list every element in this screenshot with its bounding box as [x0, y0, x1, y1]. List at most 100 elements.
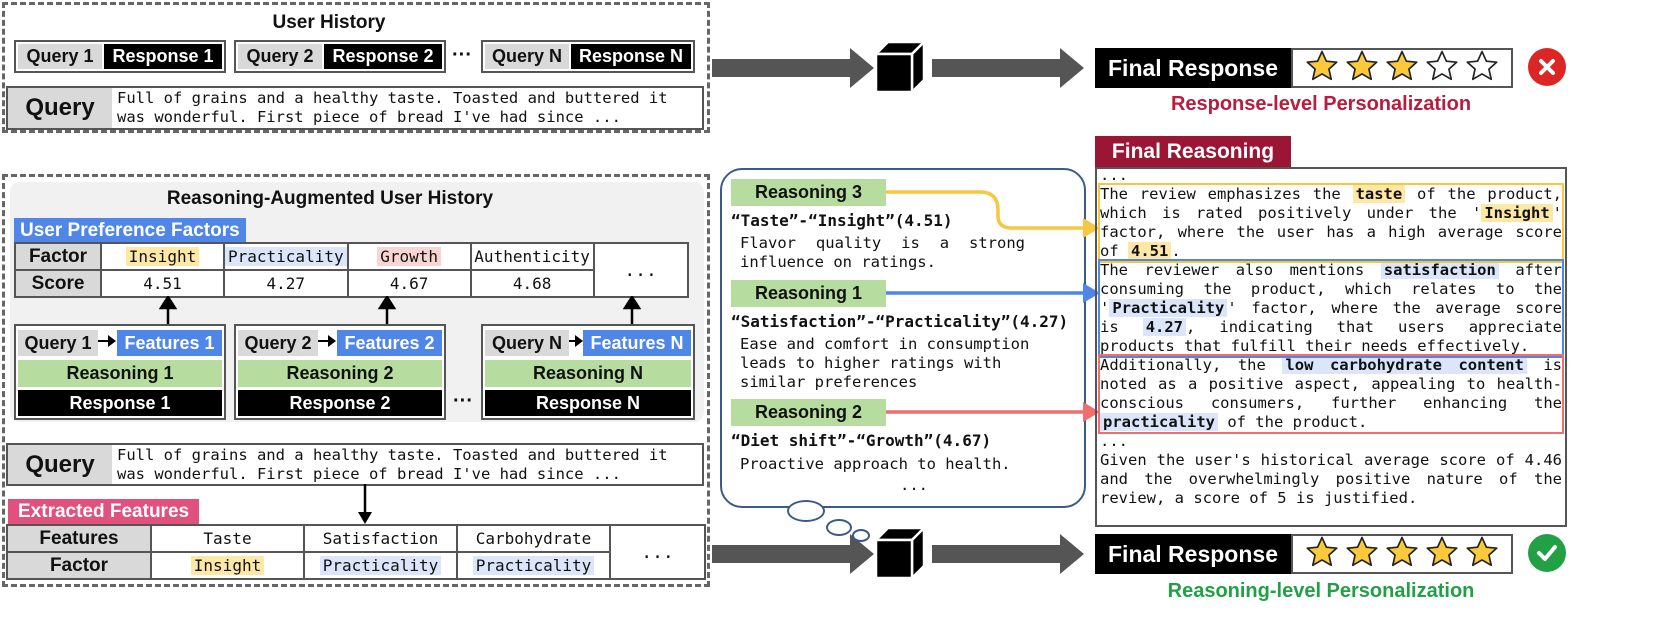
query-box-bottom — [6, 443, 704, 486]
history-query-2: Query 2 — [238, 44, 322, 69]
card-query-2: Query 2 — [238, 330, 318, 356]
reasoning-paragraph-3: Additionally, the low carbohydrate conte… — [1098, 354, 1564, 434]
reasoning-augmented-panel — [2, 174, 710, 587]
rating-stars-bottom — [1291, 534, 1513, 574]
card-reasoning-1: Reasoning 1 — [18, 360, 222, 387]
reasoning-history-title: Reasoning-Augmented User History — [166, 188, 494, 209]
final-reasoning-lead: ... — [1100, 166, 1128, 184]
score-row-label: Score — [14, 269, 102, 298]
user-history-panel — [2, 2, 710, 133]
history-ellipsis: ··· — [452, 44, 472, 66]
bottom-flow-arrows — [712, 534, 1084, 574]
reasoning-paragraph-4: Given the user's historical average scor… — [1100, 451, 1562, 507]
down-arrow-icon — [358, 484, 372, 524]
score-insight: 4.51 — [100, 269, 225, 298]
thought-bubble — [720, 168, 1086, 508]
star-empty-icon — [1466, 50, 1498, 80]
x-mark-icon — [1528, 48, 1566, 86]
top-flow-arrows — [712, 48, 1084, 88]
bubble-reasoning-3-tag: Reasoning 3 — [731, 179, 886, 206]
hl-practicality: Practicality — [1109, 299, 1228, 317]
card-response-n: Response N — [485, 390, 691, 416]
factor-table: Factor Insight Practicality Growth Authe… — [14, 242, 689, 298]
card-query-1: Query 1 — [18, 330, 98, 356]
factor-insight: Insight — [125, 246, 200, 266]
extracted-factor-practicality-1: Practicality — [319, 555, 442, 575]
hl-practicality-2: practicality — [1100, 413, 1218, 431]
history-response-n: Response N — [571, 44, 691, 69]
arrow-right-icon — [318, 340, 330, 342]
extracted-features-table: Features Taste Satisfaction Carbohydrate… — [6, 524, 706, 580]
bubble-reasoning-3-desc: Flavor quality is a strong influence on … — [740, 234, 1025, 271]
arrow-head-icon — [575, 335, 583, 347]
star-filled-icon — [1426, 536, 1458, 566]
features-row-label: Features — [6, 524, 152, 553]
star-filled-icon — [1346, 536, 1378, 566]
extracted-factor-row-label: Factor — [6, 551, 152, 580]
extracted-more: ... — [609, 524, 706, 580]
card-response-1: Response 1 — [18, 390, 222, 416]
factor-practicality: Practicality — [225, 246, 347, 266]
star-filled-icon — [1466, 536, 1498, 566]
hl-taste: taste — [1352, 185, 1406, 203]
user-history-title: User History — [272, 12, 386, 33]
card-response-2: Response 2 — [238, 390, 442, 416]
query-box-top — [6, 86, 704, 130]
star-filled-icon — [1386, 50, 1418, 80]
query-text-bottom: Full of grains and a healthy taste. Toas… — [117, 446, 668, 483]
final-reasoning-box — [1095, 167, 1567, 527]
extracted-factor-insight: Insight — [190, 555, 265, 575]
hl-low-carbohydrate: low carbohydrate content — [1282, 356, 1527, 374]
hl-satisfaction: satisfaction — [1380, 261, 1499, 279]
bubble-connector-arrows — [886, 190, 1100, 422]
star-filled-icon — [1346, 50, 1378, 80]
card-features-1: Features 1 — [117, 330, 222, 356]
history-response-1: Response 1 — [104, 44, 222, 69]
user-preference-factors-label: User Preference Factors — [14, 218, 246, 244]
bubble-more: ... — [900, 476, 928, 494]
star-filled-icon — [1306, 50, 1338, 80]
final-reasoning-label: Final Reasoning — [1095, 136, 1291, 168]
cube-icon — [874, 40, 926, 94]
star-empty-icon — [1426, 50, 1458, 80]
bubble-reasoning-1-tag: Reasoning 1 — [731, 280, 886, 307]
score-practicality: 4.27 — [223, 269, 349, 298]
arrow-to-model-bottom — [712, 534, 874, 574]
connector-yellow — [886, 190, 1085, 230]
card-features-n: Features N — [583, 330, 691, 356]
factor-authenticity: Authenticity — [474, 246, 590, 266]
cube-icon — [874, 526, 926, 580]
card-query-n: Query N — [485, 330, 569, 356]
query-label-bottom: Query — [8, 445, 112, 484]
query-label-top: Query — [8, 88, 112, 128]
card-features-2: Features 2 — [337, 330, 442, 356]
arrow-right-icon — [569, 340, 575, 342]
hl-score-451: 4.51 — [1128, 242, 1172, 260]
extracted-feature-satisfaction: Satisfaction — [303, 524, 458, 553]
score-authenticity: 4.68 — [469, 269, 595, 298]
query-text-top: Full of grains and a healthy taste. Toas… — [117, 89, 668, 126]
arrow-to-final-bottom — [932, 534, 1084, 574]
bubble-reasoning-2-pair: “Diet shift”-“Growth”(4.67) — [731, 431, 992, 450]
thought-bubble-dot-medium — [826, 519, 852, 536]
history-card-ellipsis: ··· — [453, 390, 473, 412]
extracted-factor-practicality-2: Practicality — [472, 555, 595, 575]
arrow-head-icon — [108, 335, 116, 347]
factor-growth: Growth — [377, 246, 441, 266]
final-reasoning-text: ... The review emphasizes the taste of t… — [1098, 166, 1564, 508]
bubble-reasoning-3-pair: “Taste”-“Insight”(4.51) — [731, 211, 953, 230]
bubble-reasoning-1-desc: Ease and comfort in consumption leads to… — [740, 335, 1030, 391]
bubble-reasoning-2-desc: Proactive approach to health. — [740, 455, 1011, 473]
bubble-reasoning-2-tag: Reasoning 2 — [731, 399, 886, 426]
card-reasoning-2: Reasoning 2 — [238, 360, 442, 387]
arrow-head-icon — [328, 335, 336, 347]
bubble-reasoning-1-pair: “Satisfaction”-“Practicality”(4.27) — [731, 312, 1069, 331]
star-filled-icon — [1386, 536, 1418, 566]
extracted-feature-carbohydrate: Carbohydrate — [456, 524, 611, 553]
extracted-feature-taste: Taste — [150, 524, 305, 553]
card-reasoning-n: Reasoning N — [485, 360, 691, 387]
final-reasoning-mid: ... — [1100, 432, 1128, 450]
history-query-1: Query 1 — [18, 44, 102, 69]
thought-bubble-dot-large — [787, 500, 825, 522]
arrow-right-icon — [98, 340, 110, 342]
